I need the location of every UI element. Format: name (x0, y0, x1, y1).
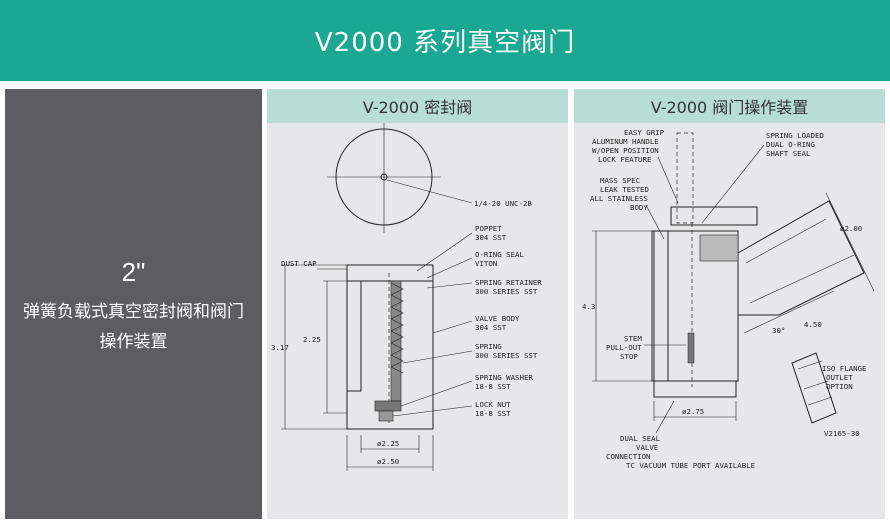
svg-text:SHAFT SEAL: SHAFT SEAL (766, 149, 811, 158)
stem-label: STEM (624, 334, 642, 343)
svg-text:DUAL O-RING: DUAL O-RING (766, 140, 815, 149)
svg-text:300 SERIES SST: 300 SERIES SST (475, 351, 538, 360)
svg-text:300 SERIES SST: 300 SERIES SST (475, 287, 538, 296)
dim-30-label: 30° (772, 326, 785, 335)
tc-port-label: TC VACUUM TUBE PORT AVAILABLE (626, 461, 755, 470)
svg-text:18-8 SST: 18-8 SST (475, 382, 511, 391)
svg-text:W/OPEN POSITION: W/OPEN POSITION (592, 146, 659, 155)
valve-description: 弹簧负载式真空密封阀和阀门操作装置 (23, 302, 244, 352)
nut-label: LOCK NUT (475, 400, 511, 409)
iso-label-1: ISO FLANGE (822, 364, 867, 373)
svg-text:VALVE: VALVE (636, 443, 658, 452)
svg-text:ALL STAINLESS: ALL STAINLESS (590, 194, 648, 203)
svg-text:LOCK FEATURE: LOCK FEATURE (598, 155, 651, 164)
svg-text:VITON: VITON (475, 259, 497, 268)
dim-450-label: 4.50 (804, 320, 822, 329)
svg-text:PULL-OUT: PULL-OUT (606, 343, 642, 352)
poppet-label: POPPET (475, 224, 502, 233)
spring-label: SPRING (475, 342, 502, 351)
valve-operator-panel: V-2000 阀门操作装置 ø2.00 30° 4.50 ISO FLANGE … (574, 89, 885, 519)
svg-text:18-8 SST: 18-8 SST (475, 409, 511, 418)
dim-225-diameter-label: ø2.25 (377, 439, 399, 448)
svg-text:LEAK TESTED: LEAK TESTED (600, 185, 649, 194)
washer-label: SPRING WASHER (475, 373, 533, 382)
body-label: VALVE BODY (475, 314, 520, 323)
dim-200-label: ø2.00 (840, 224, 862, 233)
header-bar: V2000 系列真空阀门 (0, 0, 890, 81)
dust-cap-label: DUST CAP (281, 259, 317, 268)
svg-text:CONNECTION: CONNECTION (606, 452, 651, 461)
dim-250-diameter-label: ø2.50 (377, 457, 399, 466)
svg-text:BODY: BODY (630, 203, 648, 212)
retainer-label: SPRING RETAINER (475, 278, 542, 287)
seal-valve-panel: V-2000 密封阀 1/4-20 UNC-2B DUST CAP POPPET… (267, 89, 568, 519)
page-title: V2000 系列真空阀门 (314, 28, 576, 58)
thread-label: 1/4-20 UNC-2B (474, 199, 532, 208)
spring-loaded-label: SPRING LOADED (766, 131, 824, 140)
dim-317-label: 3.17 (271, 343, 289, 352)
grip-label: EASY GRIP (624, 128, 665, 137)
svg-text:304 SST: 304 SST (475, 323, 507, 332)
valve-size: 2" (121, 257, 146, 287)
seal-valve-drawing: 1/4-20 UNC-2B DUST CAP POPPET 304 SST O-… (271, 123, 542, 471)
operator-body (651, 223, 739, 398)
dim-275-label: ø2.75 (682, 407, 704, 416)
size-panel: 2" 弹簧负载式真空密封阀和阀门操作装置 (5, 89, 262, 519)
svg-text:STOP: STOP (620, 352, 638, 361)
valve-body-section (346, 264, 434, 430)
oring-label: O-RING SEAL (475, 250, 524, 259)
svg-text:OPTION: OPTION (826, 382, 853, 391)
dim-43-label: 4.3 (582, 302, 595, 311)
svg-text:304 SST: 304 SST (475, 233, 507, 242)
svg-text:ALUMINUM HANDLE: ALUMINUM HANDLE (592, 137, 659, 146)
valve-operator-drawing: ø2.00 30° 4.50 ISO FLANGE OUTLET OPTION … (582, 128, 875, 470)
dual-seal-label: DUAL SEAL (620, 434, 661, 443)
handle-bar (670, 206, 758, 226)
valve-operator-title: V-2000 阀门操作装置 (574, 89, 885, 123)
dim-225-height-label: 2.25 (303, 335, 321, 344)
seal-valve-title: V-2000 密封阀 (267, 89, 568, 123)
svg-text:OUTLET: OUTLET (826, 373, 853, 382)
mass-spec-label: MASS SPEC (600, 176, 640, 185)
iso-flange (791, 352, 837, 424)
outlet-tube (737, 200, 865, 316)
part-number: V2165-30 (824, 429, 860, 438)
